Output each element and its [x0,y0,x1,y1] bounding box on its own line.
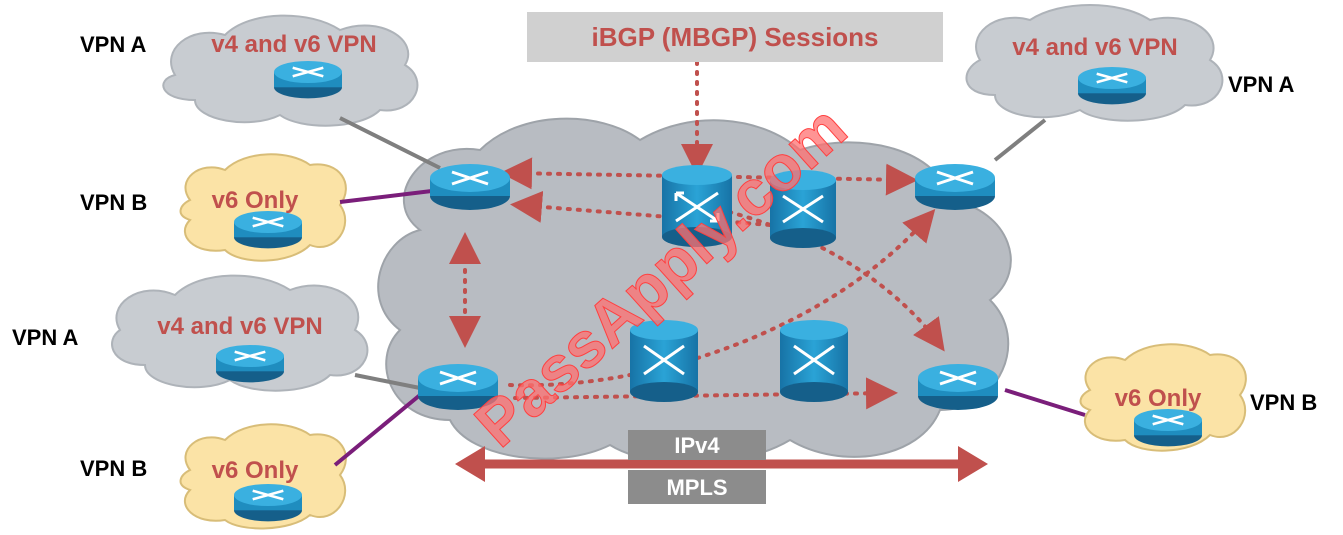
cloud-bottom-right [1079,343,1247,452]
router-icon [274,60,342,99]
banner-title: iBGP (MBGP) Sessions [591,22,878,52]
router-icon [915,164,995,210]
cloud-label-top-right: v4 and v6 VPN [1012,34,1177,61]
router-icon [1134,408,1202,447]
cloud-label-bottom-right: v6 Only [1115,385,1202,412]
vpn-label-top-left: VPN A [80,32,147,57]
switch-icon [662,165,732,247]
core-switches [630,165,848,402]
link-vpn-b-mid-left [339,188,441,204]
transport-arrow [455,446,988,482]
ce-routers [216,60,1202,522]
cloud-label-lower-left: v4 and v6 VPN [157,313,322,340]
transport-ipv4-label: IPv4 [674,433,720,458]
link-vpn-a-top-right [993,118,1047,162]
link-vpn-b-bottom-left [333,393,422,467]
pe-routers [418,164,998,410]
router-icon [430,164,510,210]
cloud-bottom-left [179,423,347,530]
cloud-mid-left [179,153,347,262]
session-pe3-pe2 [508,208,936,388]
cloud-top-right [965,4,1224,122]
session-rr-pe4 [698,203,945,352]
router-icon [418,364,498,410]
switch-icon [770,170,836,248]
router-icon [1078,66,1146,105]
vpn-label-lower-left: VPN A [12,325,79,350]
ibgp-banner: iBGP (MBGP) Sessions [527,12,943,62]
cloud-label-bottom-left: v6 Only [212,457,299,484]
transport-mpls-box: MPLS [628,470,766,504]
link-vpn-a-lower-left [354,373,421,390]
vpn-label-bottom-right: VPN B [1250,390,1317,415]
link-vpn-b-bottom-right [1004,388,1086,417]
vpn-label-top-right: VPN A [1228,72,1295,97]
switch-icon [630,320,698,402]
router-icon [234,210,302,249]
access-links [333,116,1086,467]
cloud-lower-left [111,274,369,392]
router-icon [234,483,302,522]
vpn-label-mid-left: VPN B [80,190,147,215]
transport-ipv4-box: IPv4 [628,430,766,460]
transport-mpls-label: MPLS [666,475,727,500]
router-icon [918,364,998,410]
router-icon [216,344,284,383]
cloud-label-mid-left: v6 Only [212,187,299,214]
switch-icon [780,320,848,402]
cloud-label-top-left: v4 and v6 VPN [211,31,376,58]
link-vpn-a-top-left [339,116,441,170]
vpn-label-bottom-left: VPN B [80,456,147,481]
